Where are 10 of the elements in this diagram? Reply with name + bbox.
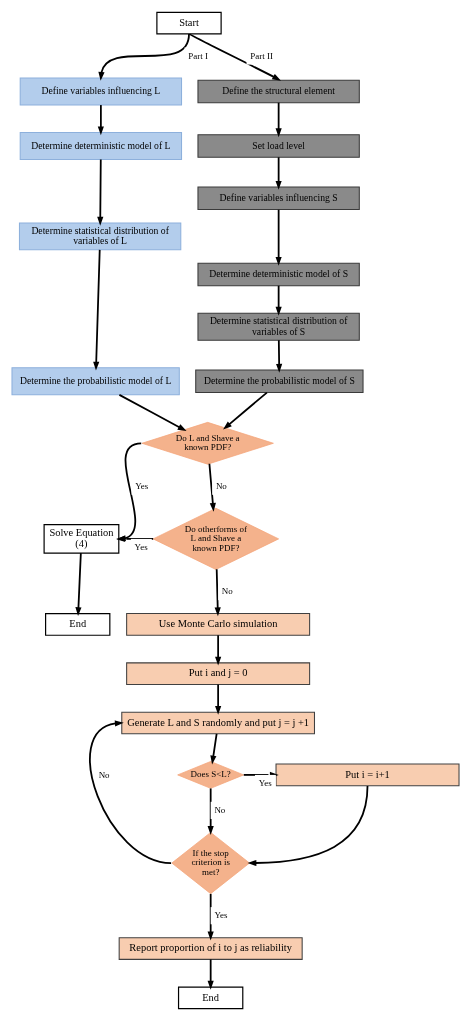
edge-label: Part I	[188, 50, 208, 61]
edge-label: No	[221, 585, 233, 596]
edge-label: Yes	[134, 541, 148, 552]
edge-label: Yes	[258, 777, 272, 788]
edge-label: No	[214, 804, 226, 815]
edge-label: No	[98, 769, 110, 780]
edge-label: Yes	[214, 909, 228, 920]
edge-label: No	[215, 480, 227, 491]
edge-label: Yes	[135, 480, 149, 491]
edge-label: Part II	[250, 50, 273, 61]
